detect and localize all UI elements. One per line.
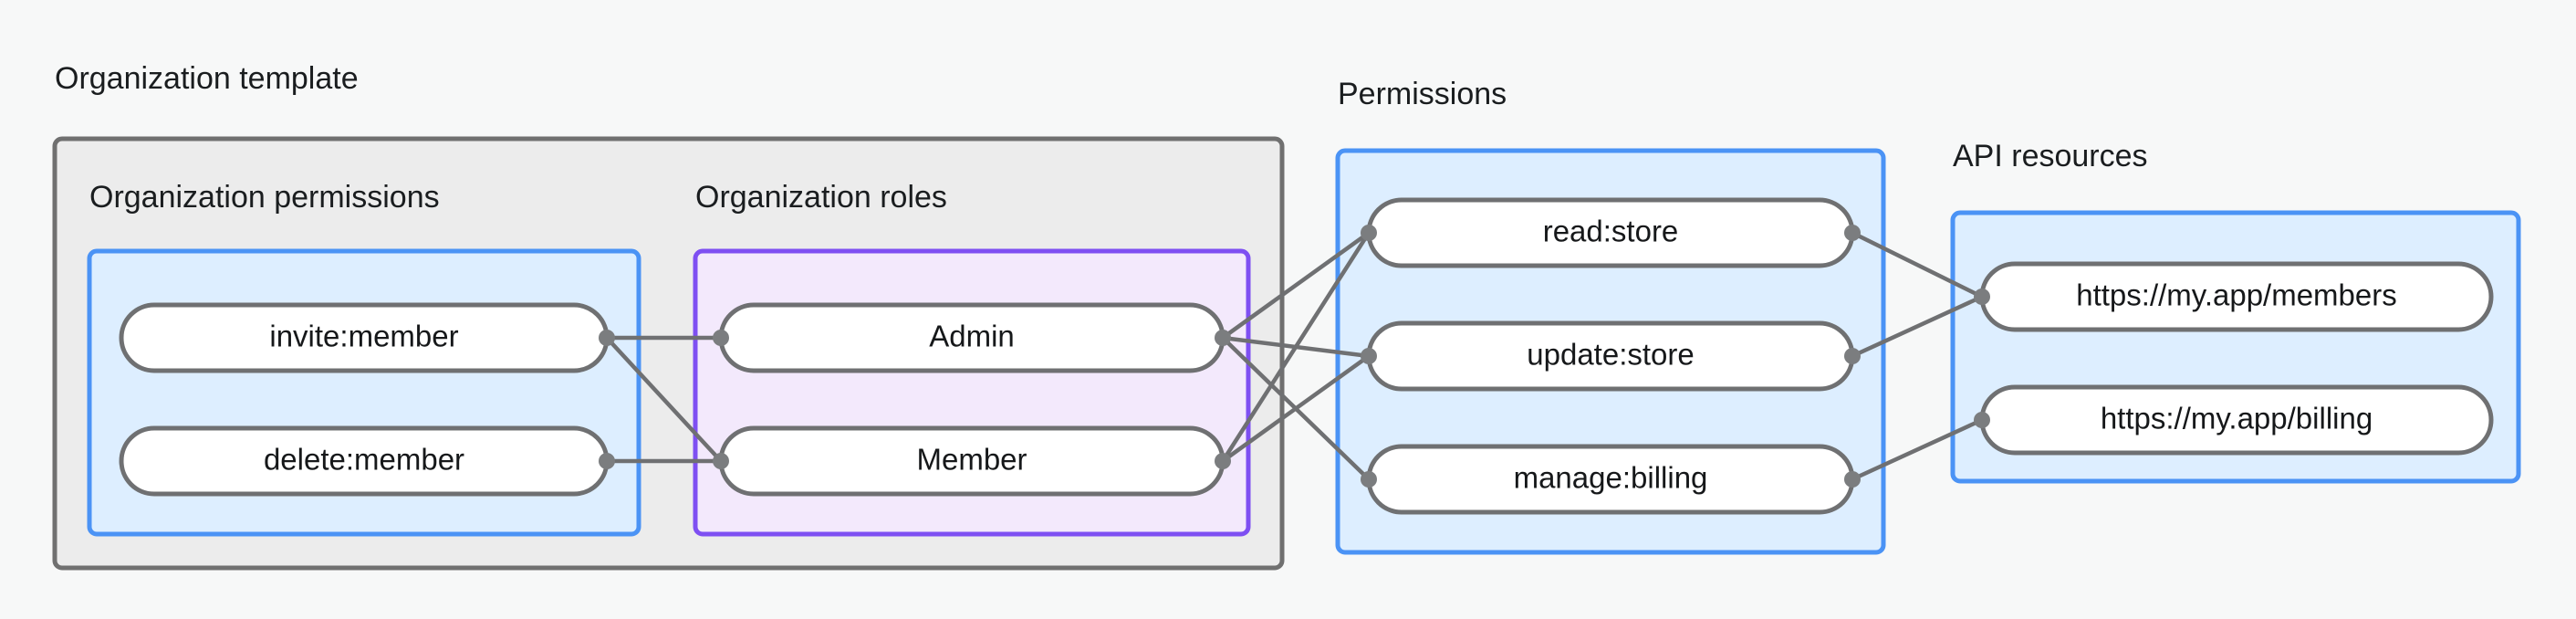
edge-member-to-update-store — [1221, 354, 1371, 463]
edges-layer — [605, 230, 1983, 482]
edge-endpoint-dot — [1844, 348, 1861, 364]
edge-admin-to-read-store — [1221, 231, 1371, 340]
group-title-organization-permissions: Organization permissions — [89, 180, 440, 215]
edge-endpoint-dot — [1361, 471, 1377, 488]
node-api-billing[interactable]: https://my.app/billing — [1979, 384, 2494, 456]
edge-endpoint-dot — [713, 330, 729, 346]
node-update-store[interactable]: update:store — [1366, 320, 1855, 392]
node-read-store[interactable]: read:store — [1366, 197, 1855, 268]
edge-endpoint-dot — [1844, 471, 1861, 488]
node-label-update-store: update:store — [1527, 338, 1694, 372]
edge-endpoint-dot — [1215, 453, 1231, 469]
edge-update-store-to-api-members — [1851, 294, 1983, 359]
edge-endpoint-dot — [1215, 330, 1231, 346]
group-title-organization-roles: Organization roles — [695, 180, 947, 215]
edge-member-to-read-store — [1221, 231, 1371, 463]
node-label-admin: Admin — [929, 320, 1015, 353]
edge-endpoint-dot — [713, 453, 729, 469]
edge-manage-billing-to-api-billing — [1851, 417, 1983, 482]
edge-endpoint-dot — [1974, 412, 1990, 428]
node-label-invite-member: invite:member — [269, 320, 458, 353]
edge-endpoint-dot — [599, 453, 615, 469]
node-label-api-members: https://my.app/members — [2076, 278, 2397, 312]
node-invite-member[interactable]: invite:member — [119, 302, 610, 373]
edge-invite-member-to-member — [605, 336, 723, 463]
node-label-delete-member: delete:member — [264, 443, 464, 477]
group-title-api-resources: API resources — [1953, 139, 2148, 173]
node-api-members[interactable]: https://my.app/members — [1979, 261, 2494, 332]
node-label-api-billing: https://my.app/billing — [2101, 402, 2373, 435]
node-member[interactable]: Member — [718, 425, 1225, 497]
edge-endpoint-dot — [1361, 348, 1377, 364]
node-label-member: Member — [916, 443, 1027, 477]
group-title-permissions: Permissions — [1338, 77, 1507, 111]
edge-endpoint-dot — [599, 330, 615, 346]
edge-endpoint-dot — [1974, 289, 1990, 305]
node-label-manage-billing: manage:billing — [1514, 461, 1708, 495]
edge-read-store-to-api-members — [1851, 230, 1983, 299]
node-label-read-store: read:store — [1543, 215, 1679, 248]
node-admin[interactable]: Admin — [718, 302, 1225, 373]
edge-endpoint-dot — [1361, 225, 1377, 241]
group-title-organization-template: Organization template — [55, 61, 359, 96]
edge-dots-layer — [599, 225, 1990, 488]
node-delete-member[interactable]: delete:member — [119, 425, 610, 497]
node-manage-billing[interactable]: manage:billing — [1366, 444, 1855, 515]
edge-endpoint-dot — [1844, 225, 1861, 241]
